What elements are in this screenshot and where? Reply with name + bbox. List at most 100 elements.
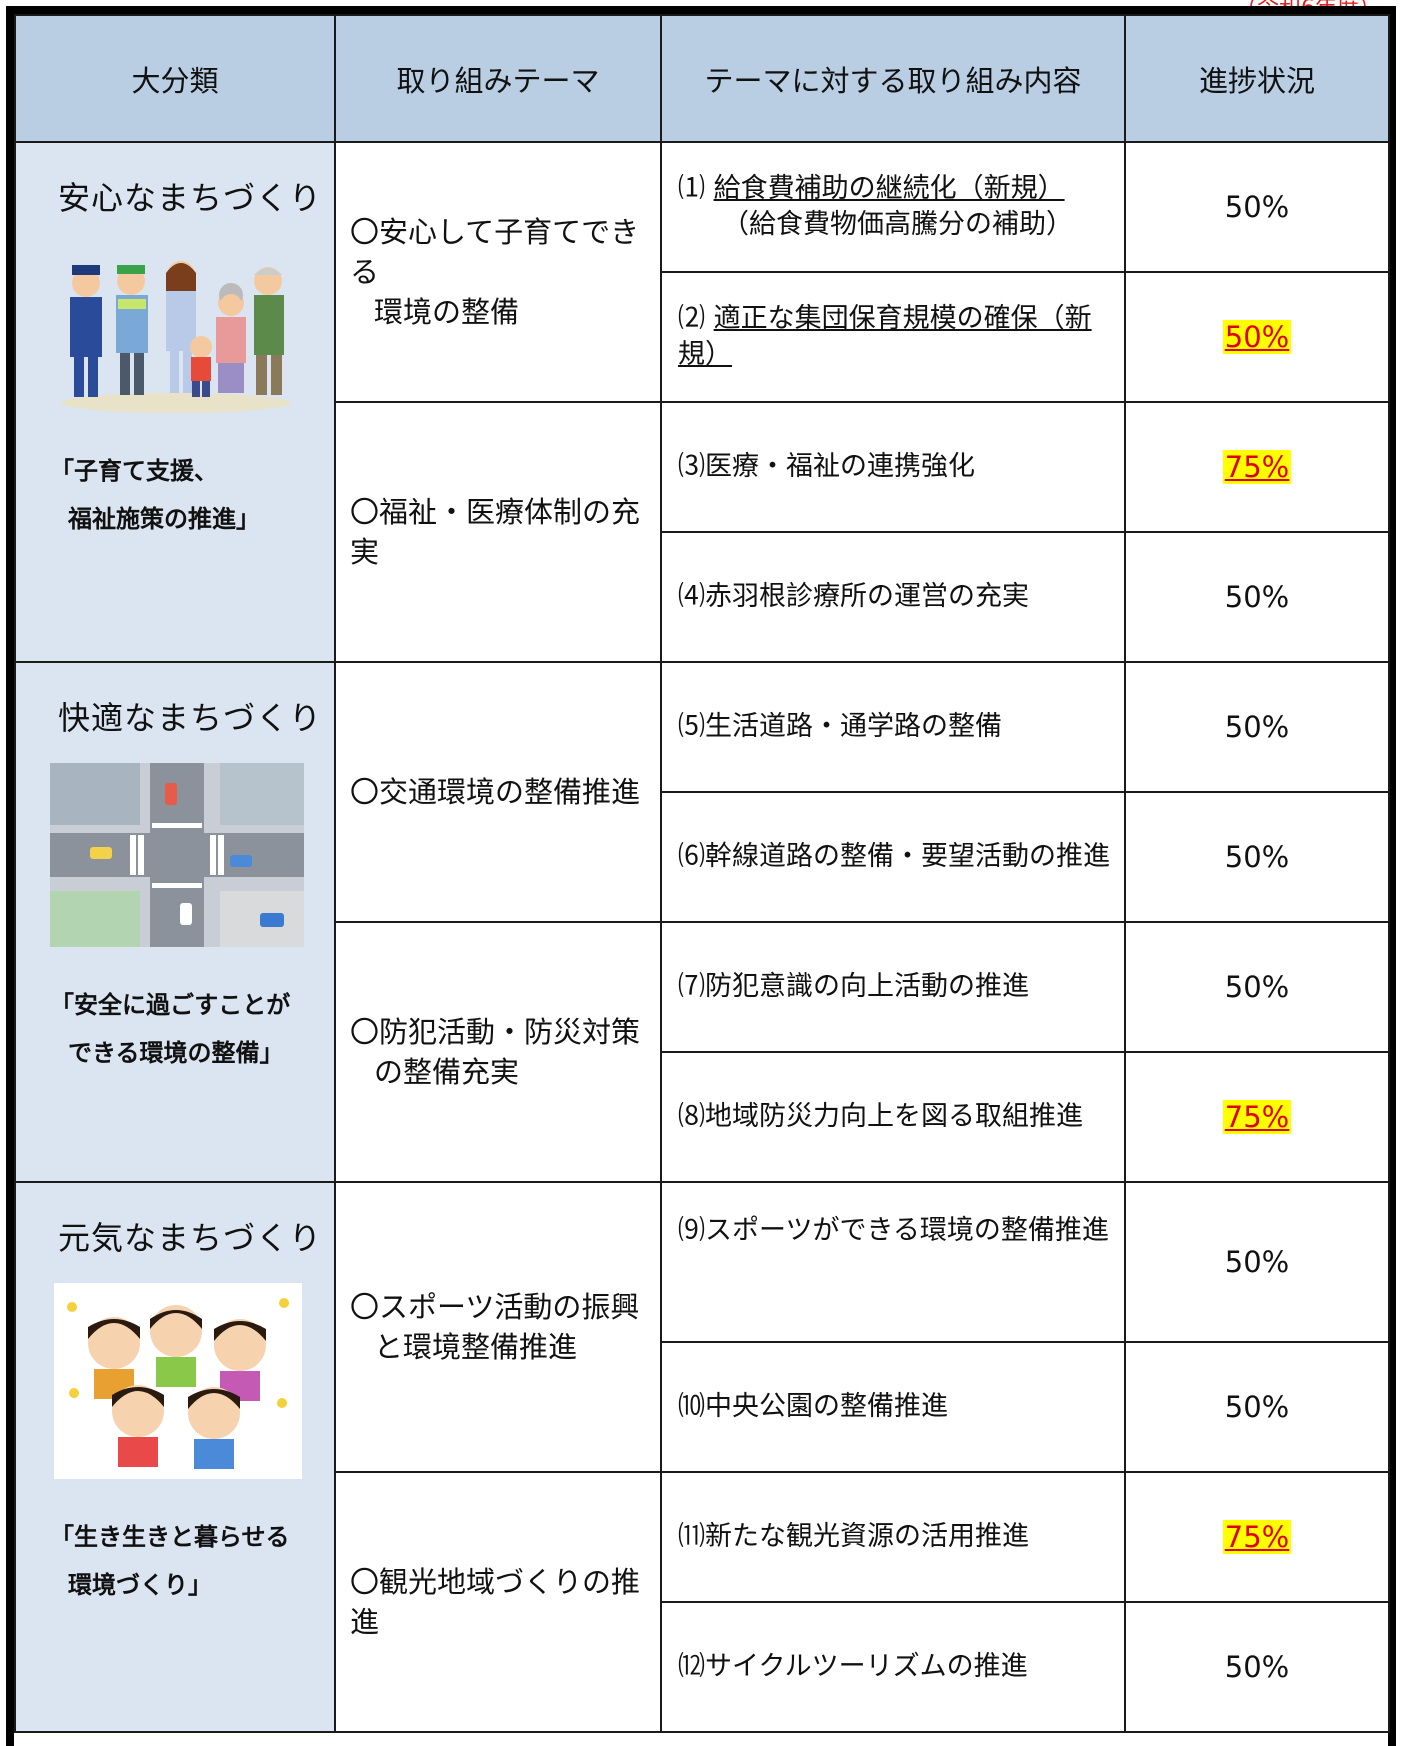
progress-cell: 50% — [1124, 791, 1390, 923]
progress-table-wrapper: 大分類 取り組みテーマ テーマに対する取り組み内容 進捗状況 安心なまちづくり — [14, 14, 1390, 1733]
theme-line-2: 環境の整備 — [374, 295, 520, 329]
table-row: ⑹幹線道路の整備・要望活動の推進 50% — [15, 791, 1390, 923]
theme-line-1: 〇安心して子育てできる — [350, 215, 640, 289]
header-theme: 取り組みテーマ — [334, 14, 662, 143]
progress-cell: 75% — [1124, 1471, 1390, 1603]
slogan-line-1: 「安全に過ごすことが — [50, 991, 291, 1019]
item-text: 給食費補助の継続化（新規） — [713, 173, 1065, 204]
theme-cell: 〇防犯活動・防災対策 の整備充実 — [334, 921, 662, 1183]
progress-value: 50% — [1224, 710, 1290, 744]
category-slogan: 「生き生きと暮らせる 環境づくり」 — [16, 1513, 334, 1609]
progress-value: 50% — [1224, 1245, 1290, 1279]
theme-cell: 〇観光地域づくりの推進 — [334, 1471, 662, 1733]
table-row: ⑵ 適正な集団保育規模の確保（新規） 50% — [15, 271, 1390, 403]
outer-frame — [6, 6, 1396, 1746]
content-cell: ⑷赤羽根診療所の運営の充実 — [660, 531, 1126, 663]
progress-cell: 50% — [1124, 531, 1390, 663]
slogan-line-2: 福祉施策の推進」 — [68, 505, 260, 533]
category-title: 元気なまちづくり — [58, 1219, 323, 1257]
theme-cell: 〇交通環境の整備推進 — [334, 661, 662, 923]
theme-cell: 〇福祉・医療体制の充実 — [334, 401, 662, 663]
table-row: 〇防犯活動・防災対策 の整備充実 ⑺防犯意識の向上活動の推進 50% — [15, 921, 1390, 1183]
item-number: ⑴ — [678, 173, 705, 204]
content-cell: ⑺防犯意識の向上活動の推進 — [660, 921, 1126, 1053]
table-row: ⑷赤羽根診療所の運営の充実 50% — [15, 531, 1390, 663]
content-cell: ⑹幹線道路の整備・要望活動の推進 — [660, 791, 1126, 923]
item-number: ⑷ — [678, 581, 705, 612]
item-number: ⑺ — [678, 971, 705, 1002]
progress-table: 大分類 取り組みテーマ テーマに対する取り組み内容 進捗状況 安心なまちづくり — [14, 14, 1390, 1733]
theme-line-1: 〇福祉・医療体制の充実 — [350, 495, 641, 569]
community-people-illustration — [56, 243, 334, 417]
content-cell: ⑶医療・福祉の連携強化 — [660, 401, 1126, 533]
header-row: 大分類 取り組みテーマ テーマに対する取り組み内容 進捗状況 — [14, 14, 1390, 143]
table-row: 快適なまちづくり — [14, 661, 1390, 1183]
content-cell: ⑾新たな観光資源の活用推進 — [660, 1471, 1126, 1603]
progress-value-highlighted: 75% — [1222, 450, 1292, 484]
table-row: 〇観光地域づくりの推進 ⑾新たな観光資源の活用推進 75% — [15, 1471, 1390, 1733]
category-cell: 元気なまちづくり 「生き生きと暮らせる 環境づくり」 — [14, 1181, 336, 1733]
table-row: ⑽中央公園の整備推進 50% — [15, 1341, 1390, 1473]
item-text: 新たな観光資源の活用推進 — [705, 1521, 1029, 1552]
content-cell: ⑸生活道路・通学路の整備 — [660, 661, 1126, 793]
progress-cell: 50% — [1124, 1181, 1390, 1343]
item-number: ⑽ — [678, 1391, 705, 1422]
theme-line-1: 〇防犯活動・防災対策 — [350, 1015, 641, 1049]
content-cell: ⑽中央公園の整備推進 — [660, 1341, 1126, 1473]
item-text: 適正な集団保育規模の確保（新規） — [678, 303, 1092, 370]
content-cell: ⑿サイクルツーリズムの推進 — [660, 1601, 1126, 1733]
cheering-children-illustration — [54, 1283, 334, 1483]
category-slogan: 「子育て支援、 福祉施策の推進」 — [16, 447, 334, 543]
progress-value: 50% — [1224, 970, 1290, 1004]
progress-cell: 50% — [1124, 661, 1390, 793]
table-row: ⑻地域防災力向上を図る取組推進 75% — [15, 1051, 1390, 1183]
theme-cell: 〇安心して子育てできる 環境の整備 — [334, 141, 662, 403]
slogan-line-2: 環境づくり」 — [68, 1571, 212, 1599]
item-subtext: （給食費物価高騰分の補助） — [722, 209, 1073, 240]
progress-value: 50% — [1224, 1390, 1290, 1424]
table-row: 元気なまちづくり 「生き生きと暮らせる 環境づくり」 — [14, 1181, 1390, 1733]
theme-line-2: の整備充実 — [374, 1055, 520, 1089]
progress-value: 50% — [1224, 190, 1290, 224]
slogan-line-2: できる環境の整備」 — [68, 1039, 284, 1067]
progress-value: 50% — [1224, 840, 1290, 874]
content-cell: ⑻地域防災力向上を図る取組推進 — [660, 1051, 1126, 1183]
item-text: 医療・福祉の連携強化 — [705, 451, 975, 482]
item-number: ⑿ — [678, 1651, 705, 1682]
slogan-line-1: 「子育て支援、 — [50, 457, 218, 485]
item-number: ⑵ — [678, 303, 705, 334]
theme-line-1: 〇スポーツ活動の振興 — [350, 1290, 640, 1324]
progress-cell: 50% — [1124, 141, 1390, 273]
progress-cell: 50% — [1124, 1601, 1390, 1733]
category-title: 安心なまちづくり — [58, 179, 323, 217]
progress-cell: 50% — [1124, 271, 1390, 403]
item-text: 赤羽根診療所の運営の充実 — [705, 581, 1029, 612]
theme-line-1: 〇交通環境の整備推進 — [350, 775, 641, 809]
header-category: 大分類 — [14, 14, 336, 143]
item-text: サイクルツーリズムの推進 — [705, 1651, 1028, 1682]
progress-value: 50% — [1224, 1650, 1290, 1684]
header-content: テーマに対する取り組み内容 — [660, 14, 1126, 143]
item-number: ⑸ — [678, 711, 705, 742]
category-cell: 安心なまちづくり 「子育て支援、 福祉施策の推進」 — [14, 141, 336, 663]
theme-line-2: と環境整備推進 — [374, 1330, 578, 1364]
item-number: ⑻ — [678, 1101, 705, 1132]
item-number: ⑹ — [678, 841, 705, 872]
item-number: ⑼ — [678, 1215, 705, 1246]
progress-cell: 50% — [1124, 921, 1390, 1053]
theme-line-1: 〇観光地域づくりの推進 — [350, 1565, 641, 1639]
progress-value-highlighted: 75% — [1222, 1100, 1292, 1134]
item-number: ⑾ — [678, 1521, 705, 1552]
traffic-intersection-illustration — [50, 763, 334, 951]
content-cell: ⑴ 給食費補助の継続化（新規） （給食費物価高騰分の補助） — [660, 141, 1126, 273]
item-text: スポーツができる環境の整備推進 — [705, 1215, 1109, 1246]
category-title: 快適なまちづくり — [58, 699, 323, 737]
item-number: ⑶ — [678, 451, 705, 482]
category-slogan: 「安全に過ごすことが できる環境の整備」 — [16, 981, 334, 1077]
item-text: 生活道路・通学路の整備 — [705, 711, 1002, 742]
progress-value: 50% — [1224, 580, 1290, 614]
item-text: 地域防災力向上を図る取組推進 — [705, 1101, 1083, 1132]
item-text: 防犯意識の向上活動の推進 — [705, 971, 1029, 1002]
category-cell: 快適なまちづくり — [14, 661, 336, 1183]
table-row: 〇福祉・医療体制の充実 ⑶医療・福祉の連携強化 75% — [15, 401, 1390, 663]
